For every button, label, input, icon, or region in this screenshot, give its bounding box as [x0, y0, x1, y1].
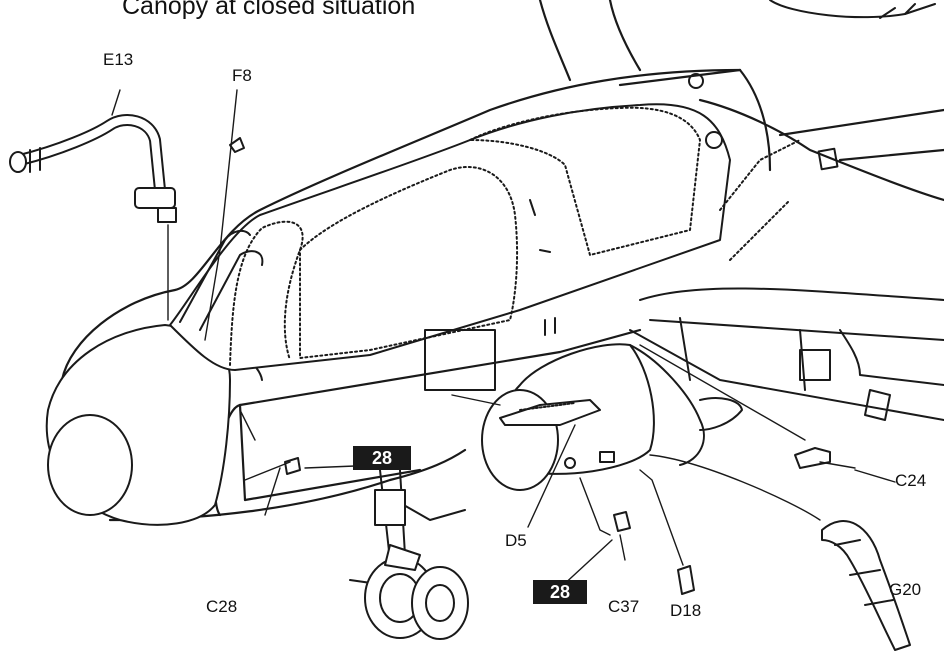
part-d18-shape	[677, 565, 695, 595]
part-label-c24: C24	[895, 471, 927, 490]
part-label-c28: C28	[206, 597, 238, 616]
part-label-c37: C37	[608, 597, 640, 616]
part-g20-shape	[821, 520, 911, 651]
step-badge: 28	[533, 580, 587, 604]
wing	[629, 287, 944, 421]
nose-cone	[45, 324, 263, 526]
part-c24-shape	[794, 447, 831, 469]
diagram-title: Canopy at closed situation	[122, 0, 416, 20]
part-d5-shape	[499, 399, 601, 426]
fuselage-panels	[424, 139, 839, 391]
part-f8-shape	[229, 137, 245, 153]
part-label-d18: D18	[670, 601, 702, 620]
fuselage-outline	[60, 0, 944, 522]
part-label-e13: E13	[103, 50, 134, 69]
inset-detail	[769, 0, 936, 19]
part-label-d5: D5	[505, 531, 527, 550]
part-label-g20: G20	[889, 580, 922, 599]
part-e13-shape	[9, 114, 177, 223]
step-badge: 28	[353, 446, 411, 470]
part-c28-shape	[284, 457, 301, 475]
part-c37-shape	[613, 511, 631, 532]
landing-gear	[349, 469, 469, 640]
canopy	[169, 73, 731, 371]
part-label-f8: F8	[232, 66, 252, 85]
